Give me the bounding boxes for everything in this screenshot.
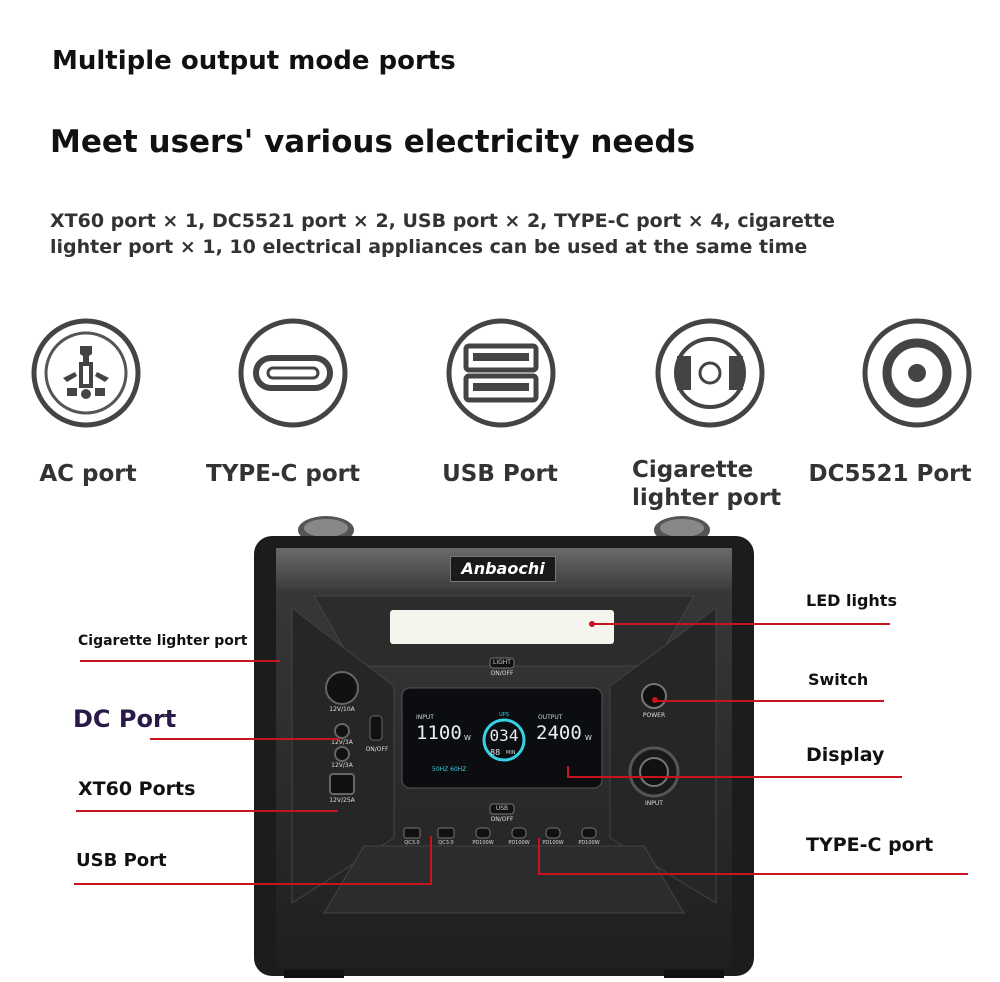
xt60-callout-line — [76, 810, 338, 812]
display-percent-value: 034 — [489, 726, 519, 745]
page-subtitle: Meet users' various electricity needs — [50, 124, 696, 160]
typec-callout-line — [538, 873, 968, 875]
typec-callout: TYPE-C port — [806, 834, 934, 856]
ac-socket-icon — [31, 318, 141, 428]
xt60-callout: XT60 Ports — [78, 778, 196, 800]
power-station-device: Anbaochi LIGHT ON/OFF USB ON/OFF ON/OFF … — [254, 508, 754, 978]
bottom-port-label: PD100W — [472, 840, 494, 846]
display-callout-line — [567, 776, 902, 778]
display-percent-label: UPS — [499, 712, 509, 718]
display-output-value: 2400 — [536, 722, 582, 744]
ac-port-label: AC port — [39, 461, 137, 487]
led-button[interactable]: LIGHT — [493, 659, 511, 666]
cig-callout-line — [80, 660, 280, 662]
input-label: INPUT — [645, 800, 663, 807]
dc-callout-line — [150, 738, 340, 740]
dc-callout: DC Port — [73, 705, 177, 733]
bottom-port-label: QC3.0 — [404, 840, 420, 846]
switch-callout-line — [654, 700, 884, 702]
usb-button[interactable]: USB — [495, 805, 509, 812]
usb-callout-line — [74, 883, 432, 885]
display-minutes: 88 — [490, 748, 501, 757]
cigarette-lighter-icon — [655, 318, 765, 428]
display-input-value: 1100 — [416, 722, 462, 744]
display-output-title: OUTPUT — [538, 714, 563, 721]
led-callout-dot — [589, 621, 595, 627]
switch-callout-dot — [652, 697, 658, 703]
usb-callout-vline — [430, 836, 432, 884]
left-port-label: 12V/3A — [331, 762, 353, 769]
led-onoff-label: ON/OFF — [490, 670, 514, 677]
dc5521-port-label: DC5521 Port — [808, 461, 972, 487]
usb-port-label: USB Port — [442, 461, 558, 487]
switch-callout: Switch — [808, 670, 869, 689]
display-input-title: INPUT — [416, 714, 434, 721]
typec-callout-vline — [538, 838, 540, 874]
display-input-unit: W — [464, 734, 471, 742]
bottom-port-label: PD100W — [508, 840, 530, 846]
usb-c-icon — [238, 318, 348, 428]
bottom-port-label: QC3.0 — [438, 840, 454, 846]
cigarette-port-label: Cigarette lighter port — [632, 457, 782, 511]
bottom-port-label: PD100W — [578, 840, 600, 846]
brand-logo: Anbaochi — [450, 556, 556, 582]
dc-barrel-icon — [862, 318, 972, 428]
cig-callout: Cigarette lighter port — [78, 633, 248, 649]
left-port-label: 12V/25A — [329, 797, 355, 804]
typec-port-label: TYPE-C port — [206, 461, 360, 487]
display-callout: Display — [806, 744, 885, 766]
usb-onoff-label: ON/OFF — [490, 816, 514, 823]
usb-a-icon — [446, 318, 556, 428]
port-description: XT60 port × 1, DC5521 port × 2, USB port… — [50, 210, 835, 258]
page-title: Multiple output mode ports — [52, 46, 456, 76]
led-callout-line — [592, 623, 890, 625]
display-minutes-unit: MIN — [506, 750, 516, 756]
left-port-label: 12V/10A — [329, 706, 355, 713]
led-callout: LED lights — [806, 591, 897, 610]
display-frequency: 50HZ 60HZ — [432, 766, 467, 773]
display-callout-vline — [567, 766, 569, 778]
usb-callout: USB Port — [76, 850, 167, 871]
bottom-port-label: PD100W — [542, 840, 564, 846]
power-label: POWER — [642, 712, 666, 719]
display-output-unit: W — [585, 734, 592, 742]
left-port-label: 12V/3A — [331, 739, 353, 746]
dc-onoff-label: ON/OFF — [365, 746, 389, 753]
